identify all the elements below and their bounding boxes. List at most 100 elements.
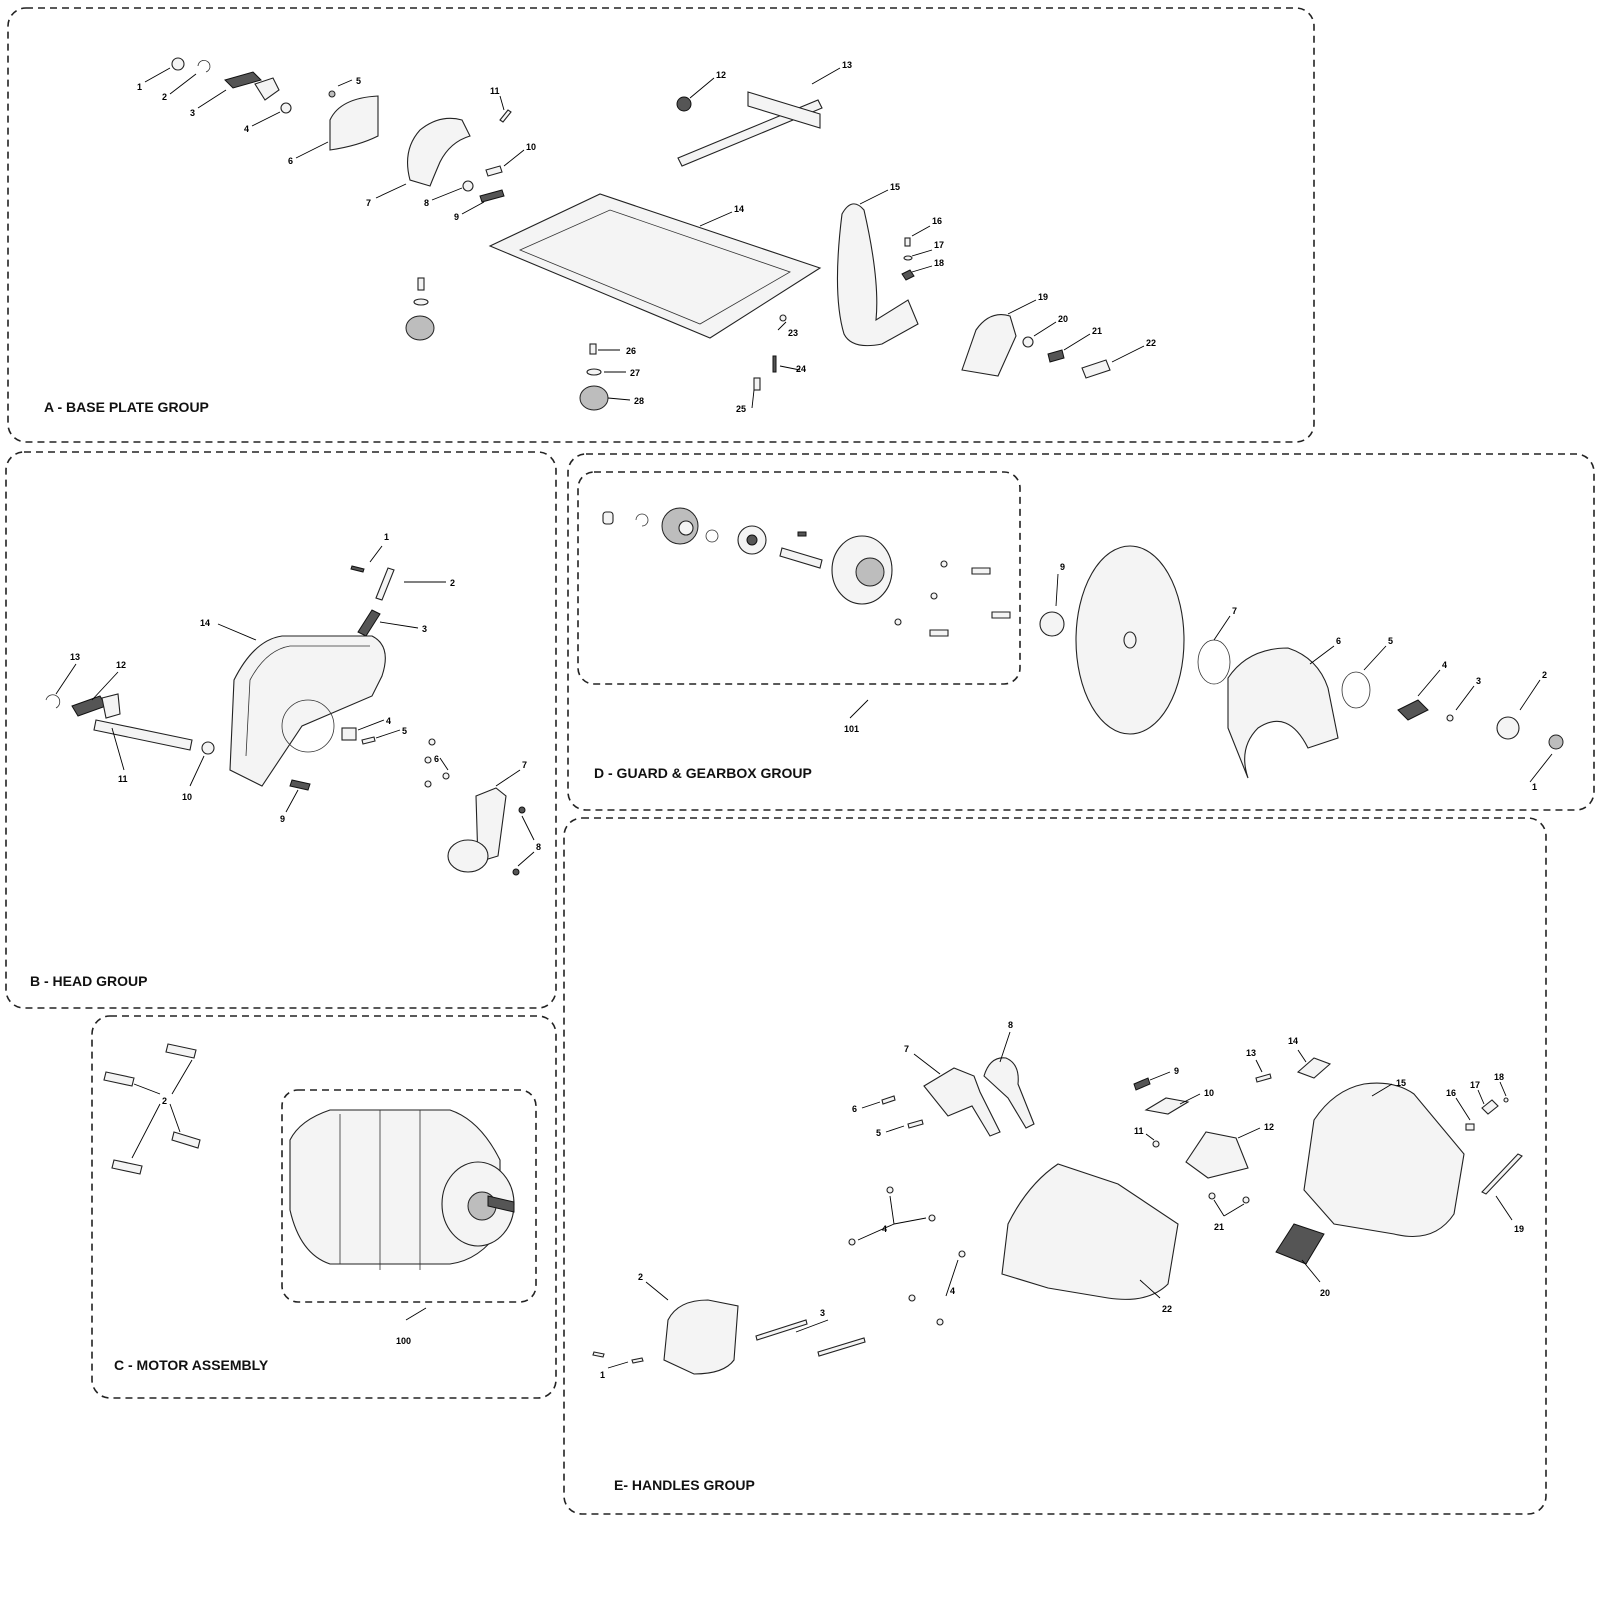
b-callout: 5 [402,726,407,736]
b-part-6-screw-c [442,772,450,780]
c-part-100-motor-ribs [339,1110,421,1270]
e-callout: 15 [1396,1078,1406,1088]
a-callout: 7 [366,198,371,208]
a-part-12-knob [676,96,692,112]
e-callout: 10 [1204,1088,1214,1098]
a-part-23-washer [779,314,787,322]
d-callout: 3 [1476,676,1481,686]
b-part-4-bushing [341,727,357,741]
e-part-11-screw [1152,1140,1160,1148]
a-callout: 25 [736,404,746,414]
d-callout: 4 [1442,660,1447,670]
a-part-4-washer [280,102,292,114]
b-callout: 6 [434,754,439,764]
d-part-101-ring [705,529,719,543]
group-d-border [567,453,1595,811]
b-part-12-lever-plate [101,693,121,719]
a-callout: 22 [1146,338,1156,348]
d-callout: 1 [1532,782,1537,792]
a-part-13-fence-plate [747,91,821,129]
d-part-blade-arbor [1123,631,1137,649]
group-e-parts [592,1057,1523,1375]
b-part-14-guard-rim [245,645,370,757]
b-callout: 14 [200,618,210,628]
e-callout: 14 [1288,1036,1298,1046]
group-a-border [7,7,1315,443]
a-callout: 8 [424,198,429,208]
group-c-parts [103,1043,515,1270]
e-part-17-bracket [1481,1099,1499,1115]
d-part-101-bushing [602,511,614,525]
a-callout: 4 [244,124,249,134]
e-part-22-handle-half-left [1001,1163,1179,1300]
c-callout: 100 [396,1336,411,1346]
d-part-5-ring [1341,671,1371,709]
a-callout: 3 [190,108,195,118]
e-callout: 13 [1246,1048,1256,1058]
a-part-24-screw [772,355,777,373]
b-callout: 4 [386,716,391,726]
e-callout: 17 [1470,1080,1480,1090]
group-d-gearbox-subassembly-border [577,471,1021,685]
a-callout: 19 [1038,292,1048,302]
a-callout: 11 [490,86,500,96]
e-part-4-screw-d [958,1250,966,1258]
b-part-1-pin [350,565,365,573]
b-callout: 11 [118,774,128,784]
b-part-2-shaft [375,567,395,601]
a-callout: 23 [788,328,798,338]
e-part-21-screw-a [1208,1192,1216,1200]
group-c-motor: 2 100 C - MOTOR ASSEMBLY [91,1015,557,1399]
group-a-base-plate: 1 2 3 4 5 6 7 8 9 10 11 12 13 14 15 16 1… [7,7,1315,443]
e-part-4-screw-e [908,1294,916,1302]
d-part-3-screw [1446,714,1454,722]
d-part-101-clip [635,513,649,527]
e-part-16-insert [1465,1123,1475,1131]
e-callout: 1 [600,1370,605,1380]
e-part-4-screw-b [928,1214,936,1222]
group-d-gearbox-parts [602,507,1011,637]
e-callout: 20 [1320,1288,1330,1298]
d-part-101-screw-c [929,629,949,637]
d-part-101-washer-c [894,618,902,626]
e-part-21-screw-b [1242,1196,1250,1204]
a-part-10-screw [485,165,503,177]
a-callout: 10 [526,142,536,152]
a-part-2-clip [197,60,211,73]
b-part-6-screw-b [424,756,432,764]
e-callout: 9 [1174,1066,1179,1076]
e-part-4-screw-c [848,1238,856,1246]
d-part-101-gear-hub [678,520,694,536]
e-part-3-rod-b [817,1337,866,1357]
b-part-6-screw-d [424,780,432,788]
group-e-leaders [607,1031,1513,1369]
e-part-1-screw-b [631,1357,644,1364]
b-part-10-washer [201,741,215,755]
d-part-101-key [797,531,807,537]
e-part-12-switch [1185,1131,1249,1179]
d-callout: 6 [1336,636,1341,646]
a-part-foot-left [405,315,435,341]
e-part-13-screw [1255,1073,1272,1083]
e-callout: 16 [1446,1088,1456,1098]
b-callout: 8 [536,842,541,852]
e-callout: 21 [1214,1222,1224,1232]
a-part-19-handle [961,314,1017,377]
c-part-2-screw-a [165,1043,197,1059]
b-callout: 7 [522,760,527,770]
e-part-10-lock-off [1144,1097,1190,1115]
d-callout: 101 [844,724,859,734]
e-part-2-end-cap [663,1299,739,1375]
group-a-leaders [144,67,1145,409]
e-part-19-hex-key [1481,1153,1523,1195]
group-b-parts [45,565,526,876]
d-part-101-spindle [779,547,823,569]
a-part-22-knob [1081,359,1111,379]
a-part-5-screw [328,90,336,98]
a-part-20-washer [1022,336,1034,348]
group-c-title: C - MOTOR ASSEMBLY [114,1357,269,1373]
group-b-head: 1 2 3 4 5 6 7 8 9 10 11 12 13 14 B - HEA… [5,451,557,1009]
d-callout: 7 [1232,606,1237,616]
e-callout: 2 [638,1272,643,1282]
d-part-101-bearing-core [746,534,758,546]
